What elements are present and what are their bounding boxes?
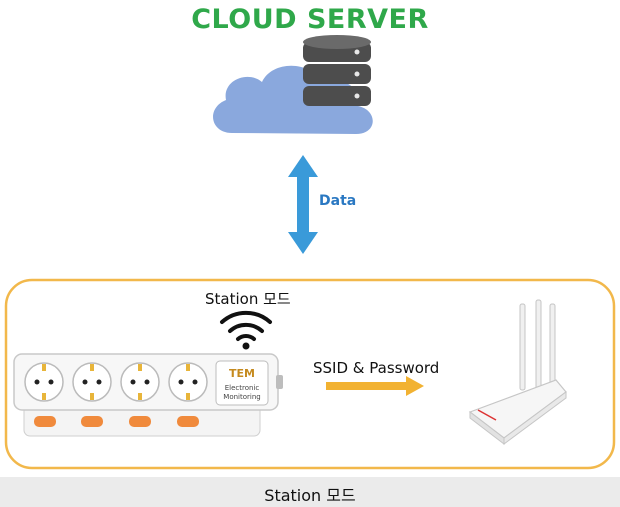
device-label-line1: Electronic <box>225 384 260 392</box>
wifi-icon <box>220 310 272 350</box>
server-icon <box>303 35 371 106</box>
router-icon <box>468 299 567 446</box>
device-logo: TEM <box>229 367 255 380</box>
diagram-title: CLOUD SERVER <box>191 4 429 35</box>
ssid-arrow <box>326 376 424 396</box>
device-label-line2: Monitoring <box>223 393 260 401</box>
power-strip-icon: TEM Electronic Monitoring <box>13 353 283 437</box>
data-link-label: Data <box>319 193 357 209</box>
caption-bar <box>0 477 620 507</box>
station-mode-label: Station 모드 <box>205 290 291 308</box>
station-frame <box>4 278 616 470</box>
ssid-password-label: SSID & Password <box>313 359 440 377</box>
data-arrow <box>288 155 318 254</box>
caption-text: Station 모드 <box>264 486 356 505</box>
